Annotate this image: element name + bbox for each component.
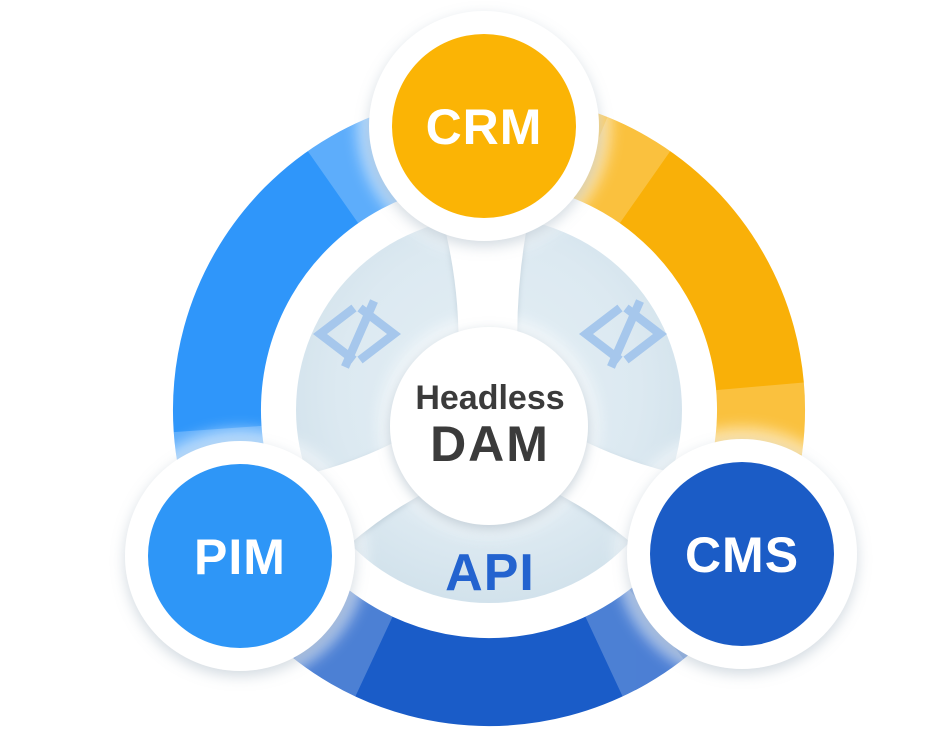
code-icon-left <box>313 299 401 369</box>
center-hub-circle <box>390 327 588 525</box>
node-crm-circle <box>392 34 576 218</box>
center-hub: Headless DAM <box>379 316 599 536</box>
code-icon-right-open-bracket <box>579 304 623 364</box>
node-crm: CRM <box>357 0 611 253</box>
api-label: API <box>445 544 535 602</box>
node-pim-label: PIM <box>194 529 286 585</box>
code-icon-right-close-bracket <box>623 304 667 364</box>
node-pim: PIM <box>113 429 367 683</box>
node-cms-circle <box>650 462 834 646</box>
code-icon-left-close-bracket <box>357 304 401 364</box>
center-title-line2: DAM <box>430 416 550 472</box>
node-crm-label: CRM <box>426 99 543 155</box>
node-cms-label: CMS <box>685 527 799 583</box>
center-title-line1: Headless <box>415 379 564 417</box>
node-cms: CMS <box>615 427 869 681</box>
code-icon-right <box>579 299 667 369</box>
code-icon-left-open-bracket <box>313 304 357 364</box>
node-pim-circle <box>148 464 332 648</box>
